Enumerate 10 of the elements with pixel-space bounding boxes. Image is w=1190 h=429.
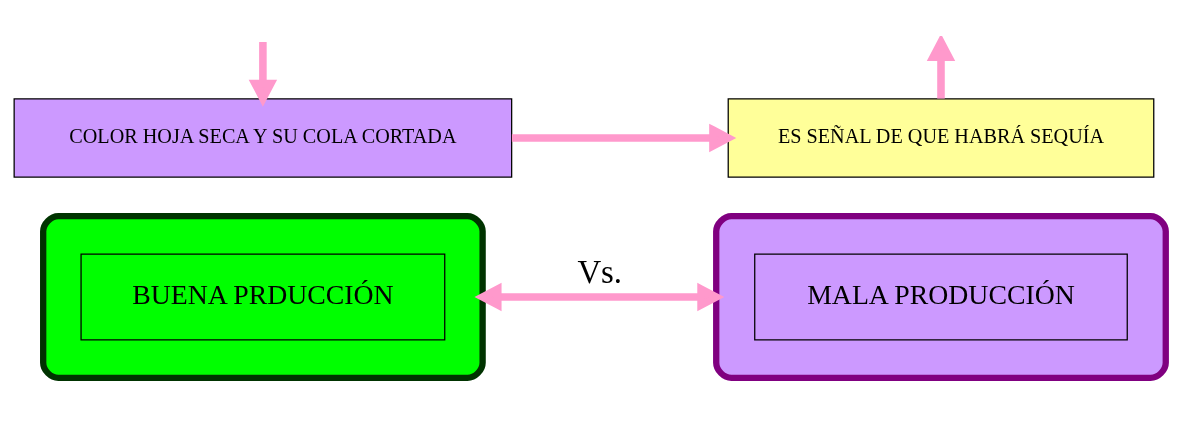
- cluster: [40, 213, 486, 381]
- arrow: [474, 282, 725, 312]
- edge-label: Vs.: [577, 253, 623, 290]
- arrow: [511, 123, 737, 153]
- cluster: [713, 213, 1169, 381]
- node-box: MALA PRODUCCIÓN: [754, 253, 1128, 341]
- node-box: COLOR HOJA SECA Y SU COLA CORTADA: [13, 98, 513, 178]
- node-box: BUENA PRDUCCIÓN: [80, 253, 446, 341]
- node-box: ES SEÑAL DE QUE HABRÁ SEQUÍA: [727, 98, 1155, 178]
- arrow: [926, 36, 956, 99]
